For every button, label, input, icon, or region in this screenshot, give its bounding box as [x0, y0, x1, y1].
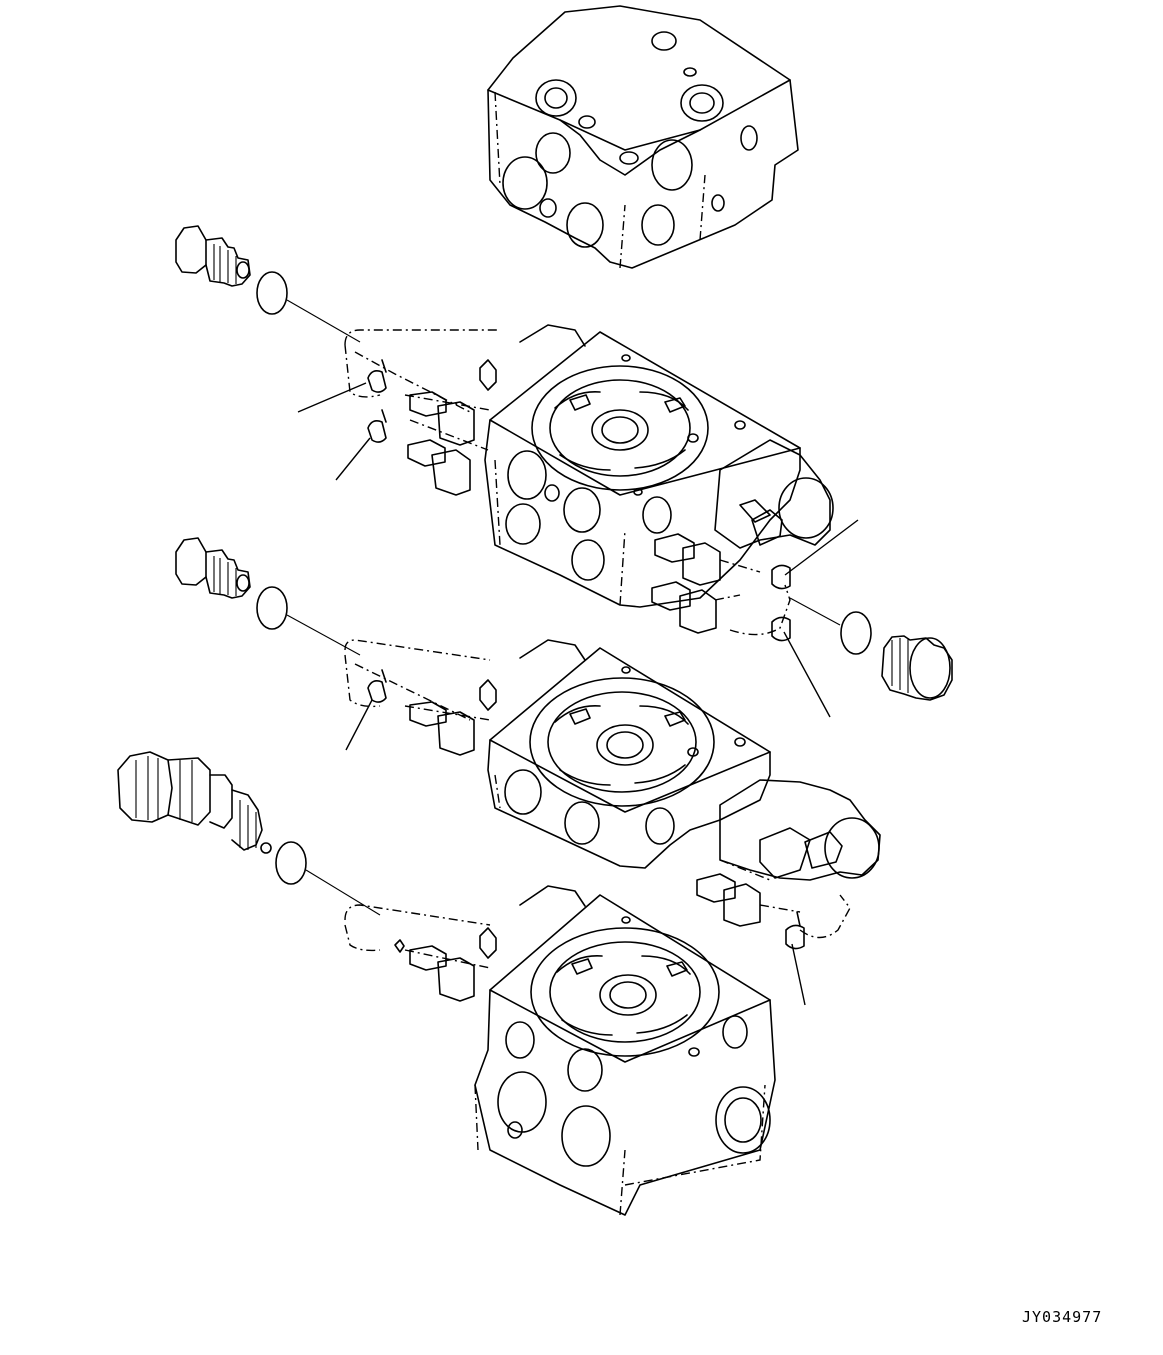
plug-middle-left: [175, 537, 361, 656]
relief-valve-left: [117, 751, 381, 916]
top-end-cover: [487, 5, 799, 269]
valve-section-lower: [344, 885, 776, 1216]
valve-section-upper: [344, 324, 834, 636]
valve-section-middle: [344, 639, 881, 939]
plug-upper-left: [175, 225, 361, 343]
plug-right: [789, 597, 953, 701]
harness-clips: [367, 359, 805, 950]
leader-lines: [297, 382, 859, 1006]
drawing-code: JY034977: [1022, 1308, 1103, 1326]
